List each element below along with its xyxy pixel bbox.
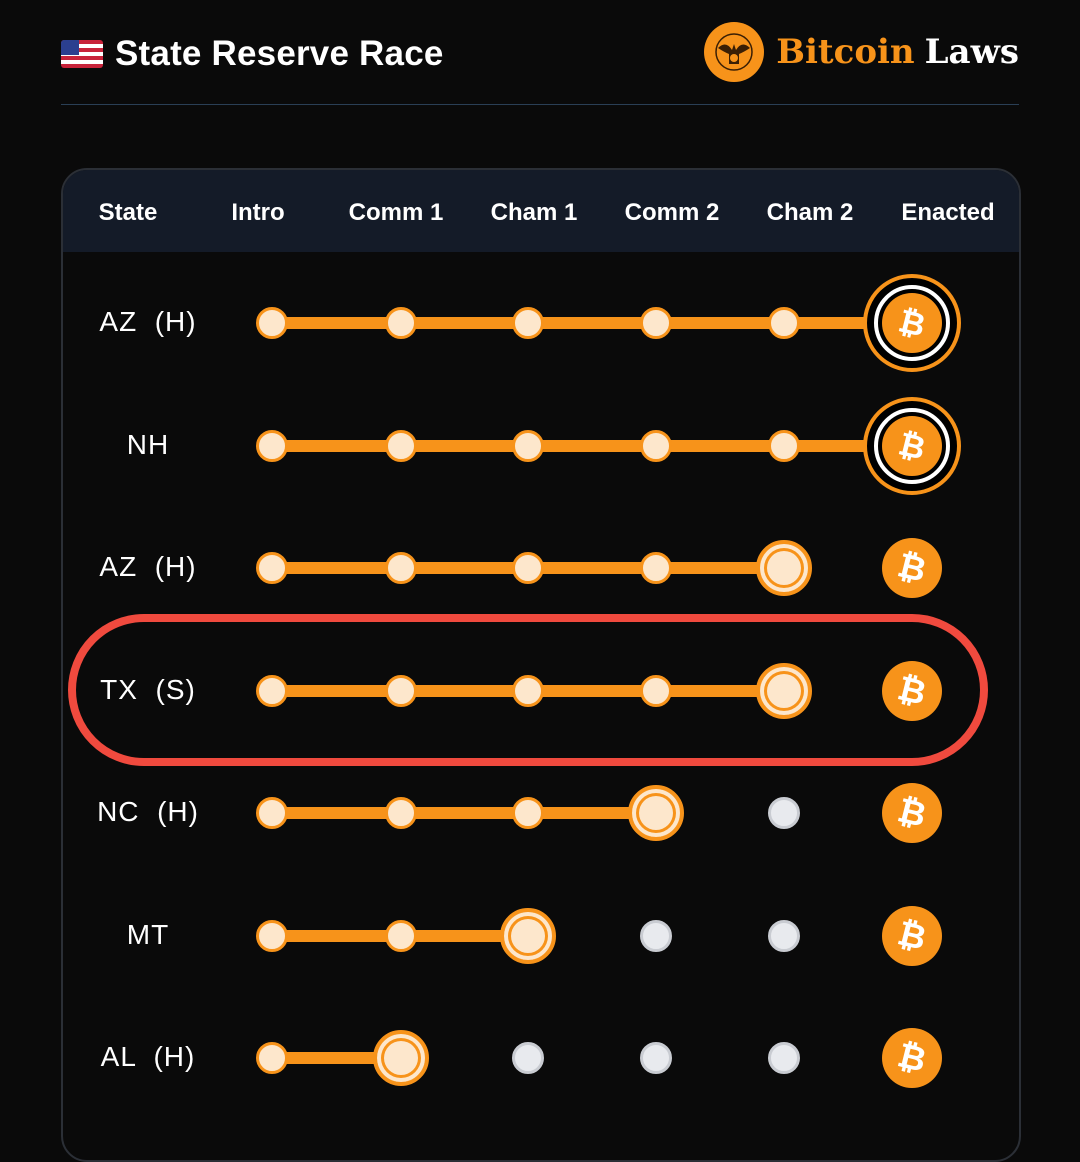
brand-name-part1: Bitcoin	[776, 32, 915, 72]
progress-track	[272, 317, 902, 329]
bitcoin-symbol: ₿	[894, 301, 930, 345]
us-flag-icon	[61, 40, 103, 68]
stage-node-comm-2	[640, 919, 672, 952]
stage-node-comm-1	[385, 674, 417, 707]
table-header: State Intro Comm 1 Cham 1 Comm 2 Cham 2 Enacte…	[63, 170, 1019, 252]
stage-node-comm-1	[385, 797, 417, 829]
progress-track	[272, 1052, 401, 1064]
state-label: MT	[126, 918, 170, 950]
stage-node-comm-1	[385, 429, 417, 462]
header-divider	[61, 104, 1019, 105]
stage-node-intro	[256, 429, 288, 462]
stage-node-cham-2	[768, 429, 800, 462]
stage-node-cham-1	[512, 797, 544, 829]
stage-node-comm-2	[640, 307, 672, 339]
stage-node-comm-2	[628, 785, 684, 841]
stage-node-cham-1	[512, 429, 544, 462]
stage-node-comm-1	[385, 307, 417, 339]
title-group: State Reserve Race	[61, 34, 444, 74]
stage-node-comm-1	[385, 919, 417, 952]
stage-node-comm-2	[640, 429, 672, 462]
bitcoin-symbol: ₿	[894, 423, 930, 468]
progress-track	[272, 807, 656, 819]
progress-track	[272, 439, 902, 452]
stage-node-cham-1	[512, 1042, 544, 1074]
bitcoin-symbol: ₿	[893, 545, 931, 591]
bitcoin-icon: ₿	[882, 538, 942, 598]
stage-node-cham-1	[512, 552, 544, 584]
stage-node-cham-2	[768, 1042, 800, 1074]
bitcoin-icon: ₿	[882, 660, 942, 721]
stage-node-cham-1	[512, 307, 544, 339]
stage-node-comm-1	[385, 552, 417, 584]
stage-node-cham-1	[500, 907, 556, 964]
column-header-cham-1: Cham 1	[490, 199, 578, 226]
column-header-intro: Intro	[231, 199, 285, 226]
column-header-enacted: Enacted	[901, 199, 995, 226]
state-label: AL (H)	[100, 1041, 196, 1072]
eagle-seal-icon	[704, 22, 765, 82]
state-label: NC (H)	[97, 796, 199, 827]
bitcoin-symbol: ₿	[893, 790, 931, 836]
brand-name-part2: Laws	[924, 32, 1019, 72]
stage-node-comm-2	[640, 674, 672, 707]
stage-node-intro	[256, 797, 288, 829]
bitcoin-icon: ₿	[882, 783, 942, 843]
stage-node-cham-2	[756, 662, 812, 719]
stage-node-intro	[256, 1042, 288, 1074]
bitcoin-icon: ₿	[863, 274, 961, 372]
state-label: AZ (H)	[99, 551, 197, 582]
stage-node-cham-2	[768, 797, 800, 829]
stage-node-comm-2	[640, 1042, 672, 1074]
stage-node-comm-1	[373, 1030, 429, 1086]
stage-node-cham-2	[768, 307, 800, 339]
bitcoin-icon: ₿	[882, 905, 942, 966]
stage-node-cham-2	[756, 540, 812, 596]
bitcoin-icon: ₿	[882, 1028, 942, 1088]
stage-node-intro	[256, 674, 288, 707]
bitcoin-symbol: ₿	[893, 1035, 931, 1081]
column-header-comm-1: Comm 1	[348, 199, 444, 226]
stage-node-intro	[256, 307, 288, 339]
bitcoin-symbol: ₿	[893, 667, 931, 714]
stage-node-cham-1	[512, 674, 544, 707]
bitcoin-icon: ₿	[863, 396, 961, 495]
stage-node-comm-2	[640, 552, 672, 584]
column-header-state: State	[98, 199, 158, 226]
state-label: AZ (H)	[99, 306, 197, 337]
stage-node-cham-2	[768, 919, 800, 952]
state-label: NH	[126, 428, 170, 460]
bitcoin-symbol: ₿	[893, 912, 931, 959]
page-title: State Reserve Race	[115, 34, 444, 73]
column-header-comm-2: Comm 2	[624, 199, 720, 226]
race-table: State Intro Comm 1 Cham 1 Comm 2 Cham 2 Enacte…	[61, 168, 1021, 1162]
state-label: TX (S)	[100, 673, 196, 705]
column-header-cham-2: Cham 2	[766, 199, 854, 226]
stage-node-intro	[256, 919, 288, 952]
stage-node-intro	[256, 552, 288, 584]
